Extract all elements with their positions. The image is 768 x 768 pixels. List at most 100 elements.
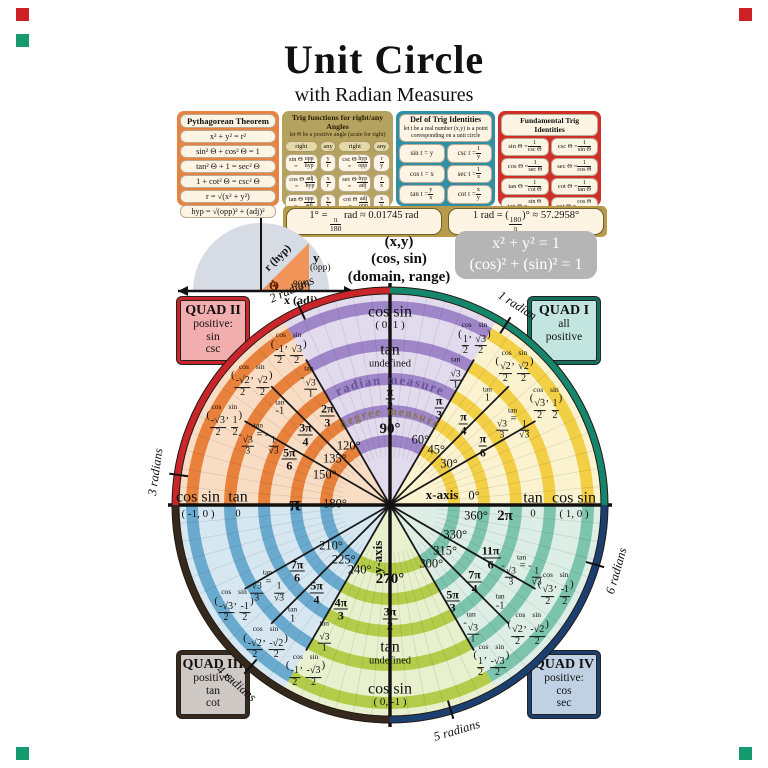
spoke: [371, 294, 387, 458]
angle-deg: 45°: [427, 442, 446, 457]
angle-deg: 270°: [375, 570, 405, 587]
corner-mark: [739, 8, 752, 21]
angle-deg: 120°: [336, 438, 361, 453]
spoke: [186, 517, 344, 560]
wedge-band: [290, 418, 346, 505]
spoke: [182, 468, 343, 498]
spoke: [254, 541, 360, 667]
wedge-band: [467, 361, 556, 505]
angle-rad: π: [289, 491, 301, 516]
tan-header: tan: [228, 488, 248, 506]
angle-deg: 240°: [347, 562, 372, 577]
spoke: [300, 313, 371, 462]
page-title: Unit Circle: [283, 37, 485, 82]
column-header: any: [319, 140, 337, 152]
spoke: [191, 432, 346, 489]
pair-header: cos sin: [176, 488, 220, 506]
spoke: [406, 306, 463, 461]
quad-name: QUAD I: [538, 303, 590, 318]
quad-line: positive:: [193, 672, 233, 685]
angle-rad: 2π: [497, 507, 513, 524]
quad-line: cot: [205, 696, 221, 709]
angle-deg: 180°: [323, 496, 347, 511]
wedge-band: [186, 505, 294, 682]
angle-deg: 225°: [331, 552, 356, 567]
spoke: [198, 524, 347, 595]
angle-line: [389, 420, 536, 506]
column-header: right: [338, 140, 372, 152]
angle-deg: 330°: [443, 527, 468, 542]
wedge-band: [307, 638, 473, 671]
angle-deg: 135°: [322, 450, 347, 465]
quad-line: sin: [206, 330, 220, 343]
spoke: [300, 548, 371, 697]
opposite-label-y: y: [313, 250, 320, 265]
spoke: [437, 486, 601, 502]
spoke: [371, 552, 387, 716]
center-dot: [387, 502, 393, 508]
table-cell: cos t = x: [399, 164, 445, 184]
angle-pair: ( 1, 0 ): [559, 508, 589, 521]
quad-name: QUAD IV: [533, 657, 595, 672]
spoke: [254, 343, 360, 469]
quad-line: sec: [556, 696, 572, 709]
spoke: [393, 294, 409, 458]
spoke: [434, 432, 589, 489]
spoke: [420, 343, 526, 469]
table-row: tan² Θ + 1 = sec² Θ: [180, 160, 276, 173]
angle-deg2: 360°: [464, 508, 488, 523]
angle-pair: ( -1, 0 ): [181, 508, 215, 521]
spoke: [228, 369, 354, 475]
spoke: [353, 297, 383, 458]
angle-line: [244, 504, 391, 590]
angle-line: [305, 359, 391, 506]
wedge-band: [486, 328, 594, 505]
quad-line: positive:: [193, 318, 233, 331]
radian-tick: [243, 658, 258, 675]
column-header: any: [373, 140, 391, 152]
wedge-band: [290, 505, 346, 592]
quad-line: cos: [556, 684, 572, 697]
wedge-band: [186, 328, 294, 505]
rim-arc: [172, 504, 391, 723]
legend-cossin: (cos, sin): [371, 251, 427, 268]
table-row: x² + y² = r²: [180, 130, 276, 143]
rim-arc: [389, 287, 608, 506]
spoke: [397, 297, 427, 458]
spoke: [436, 450, 594, 493]
pair-header: cos sin: [368, 680, 412, 698]
wedge-band: [324, 373, 456, 402]
spoke: [182, 512, 343, 542]
